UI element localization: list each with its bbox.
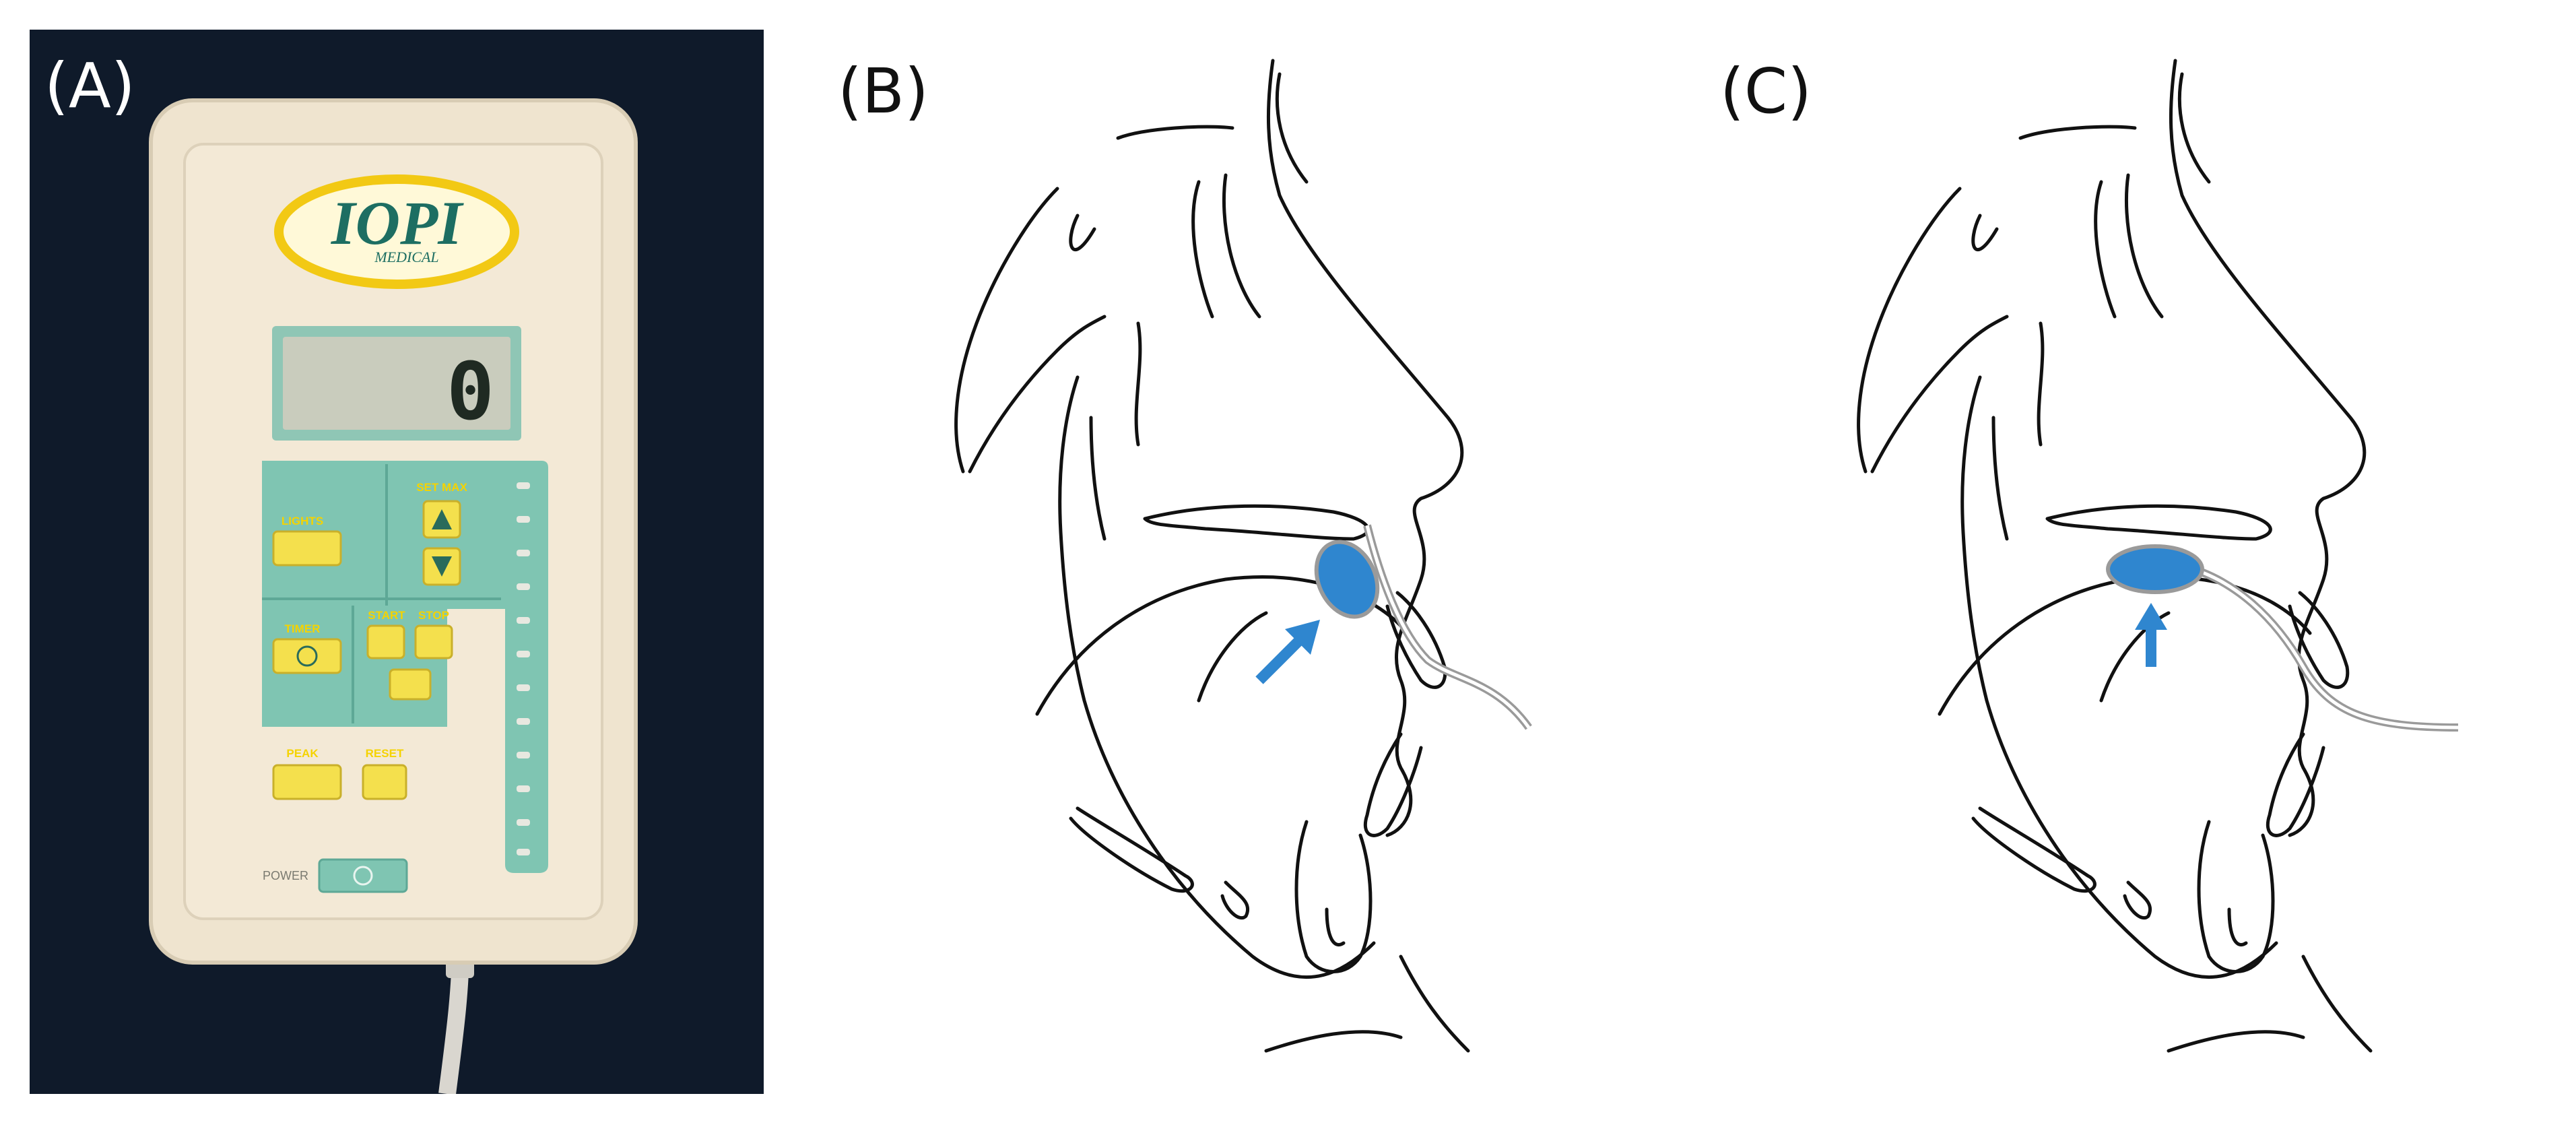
iopi-device-illustration: IOPI MEDICAL 0 LIGHTS SET MAX [30, 30, 764, 1094]
tongue-bulb-b [1314, 540, 1380, 619]
face-profile-c [2169, 59, 2367, 837]
lights-button[interactable] [272, 530, 342, 566]
sagittal-head-diagram-b [954, 59, 1532, 1053]
arrow-icon-c [2135, 603, 2167, 667]
peak-label: PEAK [286, 747, 319, 760]
reset-label: RESET [366, 747, 404, 760]
arrow-icon-b [1255, 620, 1320, 684]
peak-button[interactable] [272, 764, 342, 800]
power-button[interactable] [318, 858, 408, 893]
panel-c-posterior-placement: (C) [1697, 0, 2566, 1133]
probe-tube-b [1363, 524, 1532, 730]
set-max-label: SET MAX [416, 481, 467, 494]
lights-label: LIGHTS [282, 515, 323, 527]
reset-button[interactable] [362, 764, 407, 800]
start-label: START [368, 609, 405, 622]
led-column [517, 482, 530, 855]
start-button[interactable] [366, 624, 405, 659]
logo-ring [274, 174, 519, 289]
power-label: POWER [263, 869, 308, 882]
logo-text: IOPI [331, 189, 464, 257]
timer-button[interactable] [272, 638, 342, 674]
panel-b-anterior-placement: (B) [795, 0, 1657, 1133]
stop-label: STOP [418, 609, 449, 622]
panel-a-device-photo: IOPI MEDICAL 0 LIGHTS SET MAX [30, 30, 764, 1094]
tongue-bulb-c [2106, 544, 2204, 594]
panel-label-c: (C) [1720, 55, 1812, 127]
display-value: 0 [447, 345, 494, 438]
stop-button[interactable] [414, 624, 453, 659]
logo-subtext: MEDICAL [374, 249, 438, 265]
panel-label-b: (B) [838, 55, 929, 127]
zero-button[interactable] [389, 668, 432, 701]
panel-label-a: (A) [44, 50, 135, 122]
face-profile-b [1266, 59, 1464, 837]
timer-label: TIMER [285, 622, 321, 635]
sagittal-head-diagram-c [1857, 59, 2459, 1053]
lcd-display [283, 337, 510, 430]
